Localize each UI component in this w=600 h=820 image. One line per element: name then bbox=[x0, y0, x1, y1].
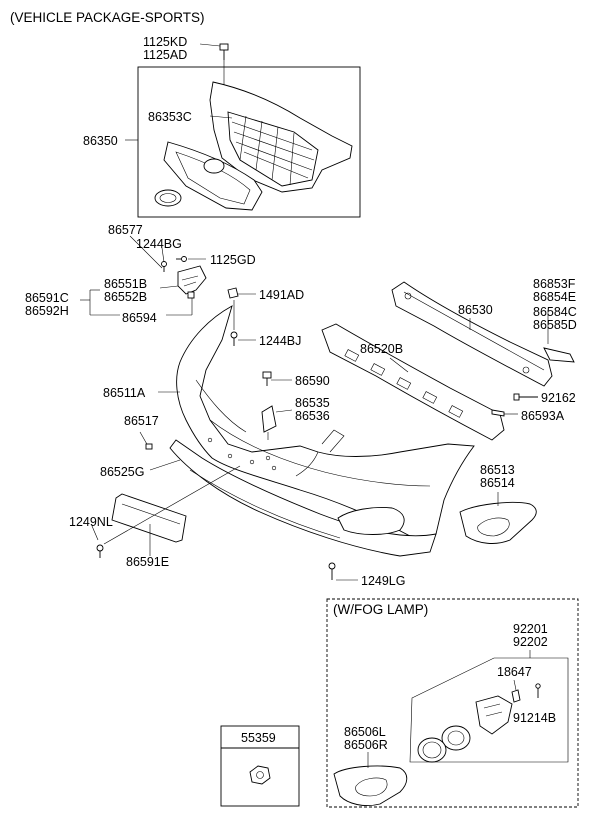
label-86594: 86594 bbox=[122, 311, 157, 325]
grille-mesh-shape bbox=[227, 111, 319, 187]
label-86511a: 86511A bbox=[103, 386, 146, 400]
screw-91214b-icon bbox=[535, 683, 541, 698]
fog-bracket-shape bbox=[475, 695, 513, 735]
label-1244bj: 1244BJ bbox=[259, 334, 301, 348]
clip-1491ad-icon bbox=[227, 287, 239, 299]
fog-lamp-body-icon bbox=[441, 725, 471, 751]
clip-86593a-icon bbox=[491, 409, 505, 417]
bracket-86853f-shape bbox=[543, 347, 575, 363]
label-1491ad: 1491AD bbox=[259, 288, 304, 302]
fog-lens-icon bbox=[417, 737, 447, 763]
lower-grille-shape bbox=[163, 141, 263, 211]
fog-opening-shape bbox=[337, 507, 405, 535]
label-1249nl: 1249NL bbox=[69, 515, 113, 529]
label-86577: 86577 bbox=[108, 223, 143, 237]
bolt-92162-icon bbox=[513, 393, 538, 401]
fog-cover-86513-shape bbox=[459, 502, 537, 544]
label-91214b: 91214B bbox=[513, 711, 556, 725]
label-86593a: 86593A bbox=[521, 409, 565, 423]
label-1125gd: 1125GD bbox=[210, 253, 256, 267]
label-55359: 55359 bbox=[241, 731, 276, 745]
label-92202: 92202 bbox=[513, 635, 548, 649]
nut-55359-icon bbox=[249, 765, 271, 785]
label-86536: 86536 bbox=[295, 409, 330, 423]
label-92201: 92201 bbox=[513, 622, 548, 636]
fog-lamp-title: (W/FOG LAMP) bbox=[333, 602, 428, 617]
label-86530: 86530 bbox=[458, 303, 493, 317]
label-86591e: 86591E bbox=[126, 555, 169, 569]
bulb-18647-icon bbox=[511, 689, 521, 703]
part-55359-box bbox=[220, 725, 300, 807]
grille-emblem-icon bbox=[154, 189, 182, 207]
label-86525g: 86525G bbox=[100, 465, 144, 479]
bolt-1125kd-icon bbox=[219, 43, 229, 60]
beam-86530-shape bbox=[391, 281, 553, 387]
sports-grille-box bbox=[137, 66, 361, 218]
fog-assembly-outline bbox=[409, 657, 569, 763]
label-18647: 18647 bbox=[497, 665, 532, 679]
nut-86590-icon bbox=[262, 371, 272, 386]
label-86854e: 86854E bbox=[533, 290, 576, 304]
label-86517: 86517 bbox=[124, 414, 159, 428]
bolt-1244bj-icon bbox=[230, 331, 238, 346]
label-86592h: 86592H bbox=[25, 304, 69, 318]
bracket-86535-shape bbox=[261, 405, 277, 433]
bolt-1125gd-icon bbox=[176, 256, 187, 262]
label-86535: 86535 bbox=[295, 396, 330, 410]
clip-86517-icon bbox=[145, 443, 153, 450]
label-86506l: 86506L bbox=[344, 725, 386, 739]
label-86514: 86514 bbox=[480, 476, 515, 490]
label-86552b: 86552B bbox=[104, 290, 147, 304]
clip-86594-icon bbox=[187, 291, 195, 299]
label-86853f: 86853F bbox=[533, 277, 576, 291]
bumper-lower-lip-shape bbox=[169, 439, 437, 557]
label-1244bg: 1244BG bbox=[136, 237, 182, 251]
label-1249lg: 1249LG bbox=[361, 574, 405, 588]
label-1125ad: 1125AD bbox=[143, 48, 187, 62]
label-92162: 92162 bbox=[541, 391, 576, 405]
absorber-86520b-shape bbox=[321, 323, 505, 441]
label-86584c: 86584C bbox=[533, 305, 577, 319]
sports-package-title: (VEHICLE PACKAGE-SPORTS) bbox=[10, 10, 205, 25]
label-86350: 86350 bbox=[83, 134, 118, 148]
label-86585d: 86585D bbox=[533, 318, 577, 332]
label-86506r: 86506R bbox=[344, 738, 388, 752]
label-86513: 86513 bbox=[480, 463, 515, 477]
fog-cover-86506l-shape bbox=[333, 765, 408, 807]
screw-1249nl-icon bbox=[96, 544, 104, 558]
label-86551b: 86551B bbox=[104, 277, 147, 291]
label-1125kd: 1125KD bbox=[143, 35, 187, 49]
screw-1249lg-icon bbox=[328, 562, 336, 580]
bolt-1244bg-icon bbox=[161, 261, 167, 272]
label-86590: 86590 bbox=[295, 374, 330, 388]
label-86353c: 86353C bbox=[148, 110, 192, 124]
fog-lamp-box bbox=[326, 598, 579, 808]
label-86520b: 86520B bbox=[360, 342, 403, 356]
emblem-badge-icon bbox=[203, 158, 225, 174]
label-86591c: 86591C bbox=[25, 291, 69, 305]
